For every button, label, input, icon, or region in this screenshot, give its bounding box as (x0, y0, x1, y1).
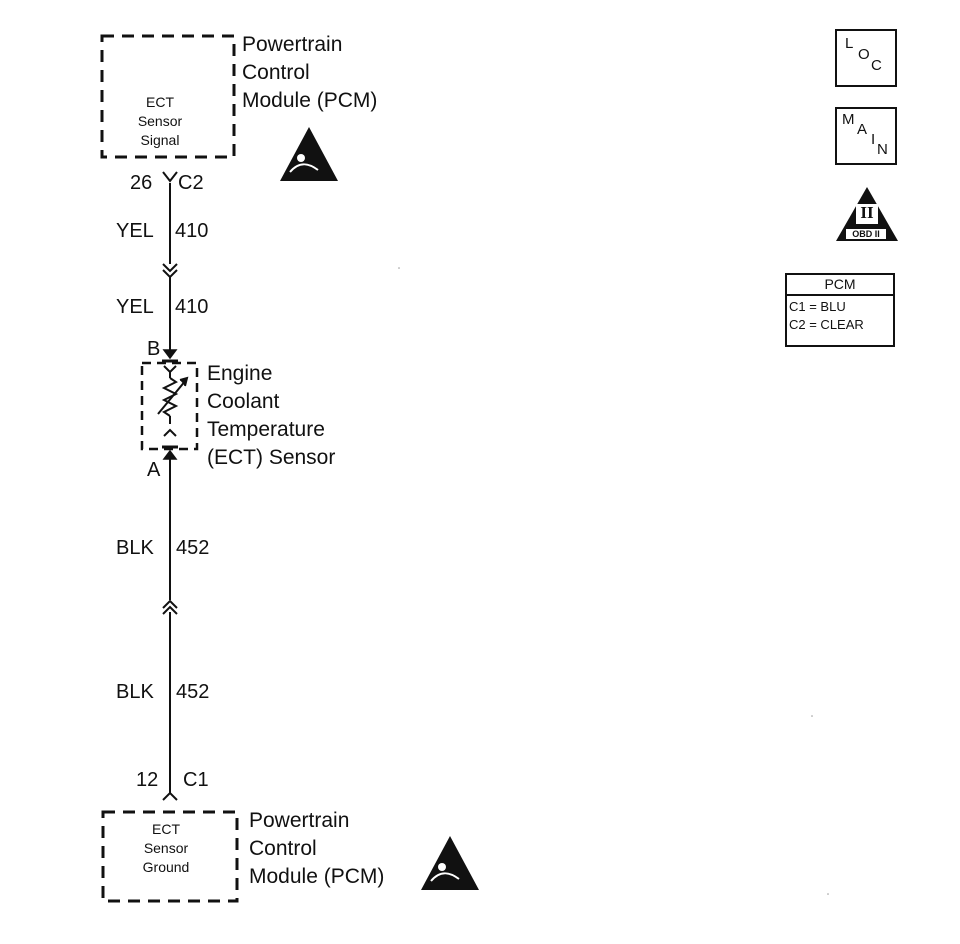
pcm-top-inner-line-3: Signal (140, 132, 180, 148)
sensor-title-line-1: Engine (207, 362, 273, 385)
pcm-top-inner-line-2: Sensor (137, 113, 183, 129)
wire-upper-2-circuit: 410 (175, 296, 209, 318)
pin-top-connector: C2 (178, 172, 204, 194)
terminal-a-arrow-icon (162, 449, 178, 460)
pcm-bottom-title: Powertrain Control Module (PCM) (249, 807, 384, 891)
obd-ii-icon (836, 187, 898, 241)
legend-row-c2: C2 = CLEAR (789, 317, 864, 332)
pcm-top-title: Powertrain Control Module (PCM) (242, 31, 377, 115)
wire-upper-2-color: YEL (116, 296, 154, 318)
sensor-terminal-a: A (147, 459, 161, 481)
pin-26-terminal-icon (162, 171, 178, 183)
pcm-top-title-line-3: Module (PCM) (242, 89, 378, 112)
sensor-title-line-2: Coolant (207, 390, 280, 413)
pcm-top-dashed-box (100, 34, 236, 159)
wire-upper-1-circuit: 410 (175, 220, 209, 242)
main-icon: M A I N (835, 107, 897, 165)
pin-bottom-connector: C1 (183, 769, 209, 791)
sensor-terminal-b: B (147, 338, 161, 360)
sensor-title: Engine Coolant Temperature (ECT) Sensor (207, 360, 335, 472)
pcm-bottom-title-line-2: Control (249, 837, 317, 860)
sensor-title-line-3: Temperature (207, 418, 325, 441)
pcm-bottom-inner-label: ECT Sensor Ground (118, 820, 214, 877)
obd-ii-roman: II (860, 203, 874, 222)
loc-letter-l: L (845, 35, 854, 52)
esd-warning-icon-top (280, 127, 338, 181)
esd-warning-icon-bottom (421, 836, 479, 890)
pin-bottom-number: 12 (136, 769, 159, 791)
pcm-top-title-line-2: Control (242, 61, 310, 84)
main-letter-n: N (877, 141, 888, 158)
legend-title: PCM (787, 275, 893, 296)
wire-lower-1-color: BLK (116, 537, 154, 559)
wire-lower-1-circuit: 452 (176, 537, 210, 559)
pcm-bottom-title-line-3: Module (PCM) (249, 865, 385, 888)
sensor-title-line-4: (ECT) Sensor (207, 446, 336, 469)
connector-legend: PCM C1 = BLU C2 = CLEAR (785, 273, 895, 347)
main-letter-m: M (842, 111, 855, 128)
terminal-b-arrow-icon (162, 349, 178, 360)
pcm-top-inner-label: ECT Sensor Signal (112, 93, 208, 150)
wire-lower-2-circuit: 452 (176, 681, 210, 703)
wire-lower-2-color: BLK (116, 681, 154, 703)
pcm-top-title-line-1: Powertrain (242, 33, 343, 56)
pcm-bottom-inner-line-2: Sensor (143, 840, 189, 856)
obd-ii-label: OBD II (852, 229, 880, 239)
sensor-dashed-box (140, 361, 199, 451)
main-letter-a: A (857, 121, 868, 138)
wire-upper-1-color: YEL (116, 220, 154, 242)
inline-connector-upper-icon (162, 263, 178, 279)
loc-letter-c: C (871, 57, 882, 74)
inline-connector-lower-icon (162, 599, 178, 615)
pin-12-terminal-icon (162, 791, 178, 801)
pcm-bottom-dashed-box (101, 810, 239, 903)
main-letter-i: I (871, 131, 876, 148)
pcm-bottom-inner-line-3: Ground (142, 859, 190, 875)
legend-row-c1: C1 = BLU (789, 299, 846, 314)
thermistor-icon (157, 365, 189, 437)
loc-letter-o: O (858, 46, 870, 63)
loc-icon: L O C (835, 29, 897, 87)
pcm-bottom-title-line-1: Powertrain (249, 809, 350, 832)
pcm-bottom-inner-line-1: ECT (152, 821, 180, 837)
pin-top-number: 26 (130, 172, 153, 194)
pcm-top-inner-line-1: ECT (146, 94, 174, 110)
